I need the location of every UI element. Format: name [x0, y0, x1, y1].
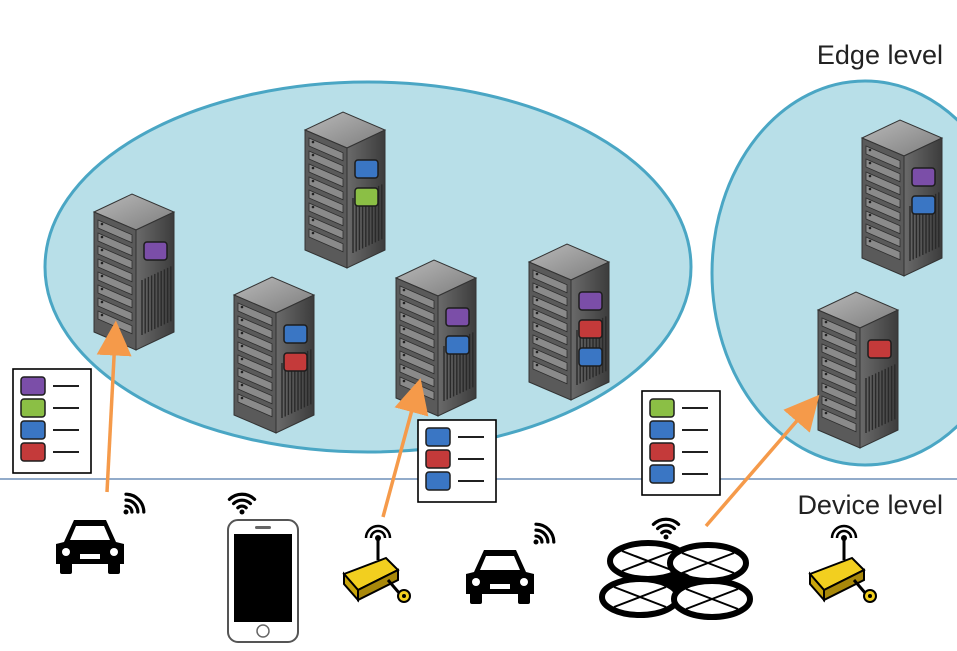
server-rack-icon	[232, 276, 316, 434]
device-level-label: Device level	[797, 490, 943, 520]
task-token-blue	[578, 347, 603, 367]
server-rack-icon	[860, 119, 944, 277]
offload-arrow	[381, 378, 429, 518]
task-token-blue	[283, 324, 308, 344]
camera-icon	[342, 524, 411, 603]
task-token-green	[649, 398, 675, 418]
task-list	[641, 390, 721, 496]
task-token-blue	[649, 464, 675, 484]
task-token-blue	[649, 420, 675, 440]
car-icon	[56, 492, 146, 574]
task-token-red	[578, 319, 603, 339]
wifi-signal-icon	[651, 517, 681, 540]
offload-arrow	[704, 394, 820, 528]
server-rack-icon	[816, 291, 900, 449]
camera-icon	[808, 524, 877, 603]
task-token-purple	[911, 167, 936, 187]
task-token-red	[283, 352, 308, 372]
task-token-blue	[20, 420, 46, 440]
task-token-red	[649, 442, 675, 462]
task-token-green	[354, 187, 379, 207]
task-token-red	[425, 449, 451, 469]
edge-level-label: Edge level	[816, 40, 943, 70]
wifi-signal-icon	[533, 522, 556, 545]
task-token-blue	[445, 335, 470, 355]
server-rack-icon	[394, 259, 478, 417]
task-token-purple	[143, 241, 168, 261]
task-token-purple	[445, 307, 470, 327]
task-token-blue	[354, 159, 379, 179]
task-token-blue	[911, 195, 936, 215]
task-token-red	[20, 442, 46, 462]
task-list	[417, 419, 497, 503]
task-token-purple	[20, 376, 46, 396]
task-token-purple	[578, 291, 603, 311]
wifi-signal-icon	[227, 492, 257, 515]
car-icon	[466, 522, 556, 604]
task-token-blue	[425, 427, 451, 447]
drone-icon	[599, 517, 753, 620]
smartphone-icon	[227, 492, 299, 643]
task-token-red	[867, 339, 892, 359]
task-token-green	[20, 398, 46, 418]
task-list	[12, 368, 92, 474]
server-rack-icon	[303, 111, 387, 269]
server-rack-icon	[92, 193, 176, 351]
wifi-signal-icon	[123, 492, 146, 515]
task-token-blue	[425, 471, 451, 491]
offload-arrow	[96, 320, 132, 493]
server-rack-icon	[527, 243, 611, 401]
